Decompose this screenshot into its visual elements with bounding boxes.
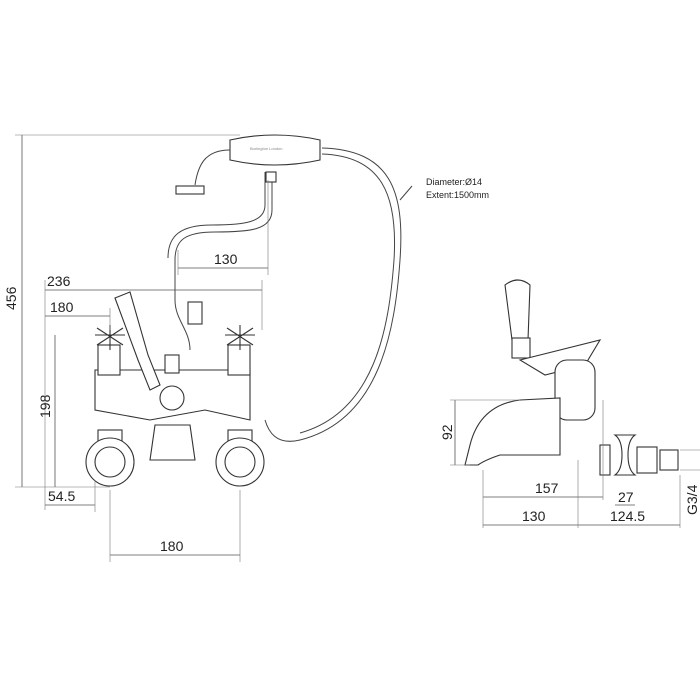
dim-centres: 180 xyxy=(160,538,184,554)
dim-spout-to-body: 130 xyxy=(522,508,546,524)
dim-body-to-wall: 124.5 xyxy=(610,508,645,524)
handset-brand-text: Burlington London xyxy=(250,146,282,151)
shower-hose xyxy=(264,147,413,442)
dim-width-overall: 236 xyxy=(47,273,71,289)
dimension-lines xyxy=(15,134,700,562)
dim-inlet-offset: 54.5 xyxy=(48,488,75,504)
shower-handset: Burlington London xyxy=(167,134,321,351)
mixer-front-view xyxy=(85,291,265,487)
dim-body-height: 198 xyxy=(37,394,53,418)
dim-spout-projection: 157 xyxy=(535,480,559,496)
dim-spout-height: 92 xyxy=(439,424,455,440)
dim-height-total: 456 xyxy=(3,286,19,310)
dim-flange-width: 27 xyxy=(618,489,634,505)
dim-handle-spacing: 180 xyxy=(50,299,74,315)
mixer-side-view xyxy=(464,279,679,476)
dim-thread: G3/4 xyxy=(684,484,700,515)
hose-extent-label: Extent:1500mm xyxy=(426,190,489,200)
dim-handset-offset: 130 xyxy=(214,251,238,267)
hose-diameter-label: Diameter:Ø14 xyxy=(426,177,482,187)
